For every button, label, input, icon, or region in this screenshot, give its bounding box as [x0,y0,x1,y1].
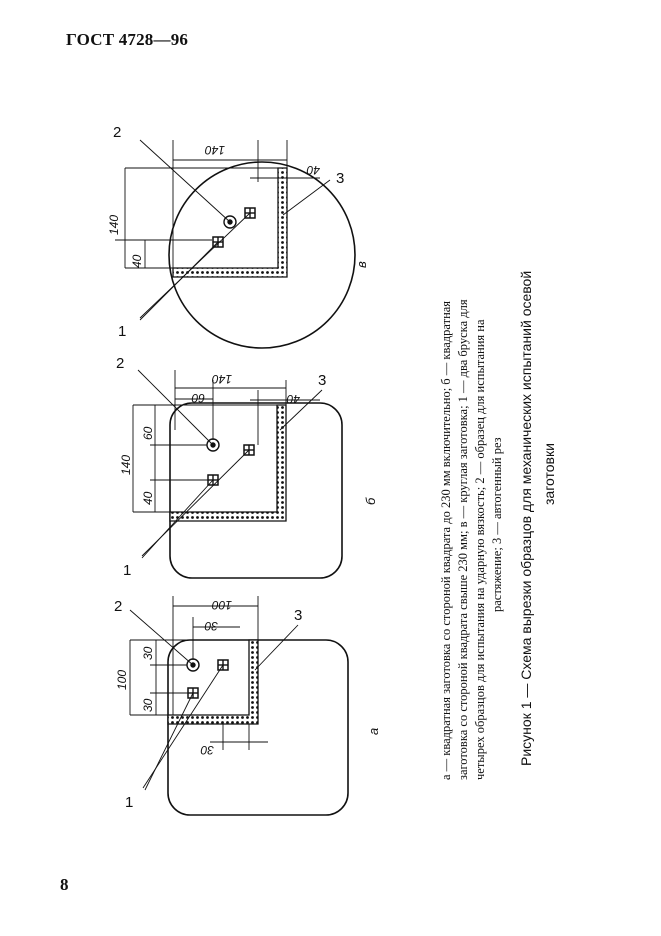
legend-line-4: растяжение; 3 — автогенный рез [490,437,504,612]
callout-1: 1 [125,794,133,811]
callout-1: 1 [118,323,126,340]
callout-2: 2 [114,598,122,615]
dim-140-h: 140 [205,143,225,157]
dim-40-h: 40 [306,163,320,177]
dim-100-v: 100 [115,670,129,690]
dim-30-h-inner: 30 [204,619,218,633]
dim-60-v: 60 [141,426,155,440]
drawing-label-b: б [363,497,378,505]
legend-line-1: а — квадратная заготовка со стороной ква… [439,300,453,780]
callout-3: 3 [318,372,326,389]
callout-3: 3 [294,607,302,624]
dim-30-h-bottom: 30 [200,743,214,757]
dim-40-v: 40 [141,491,155,505]
dim-140-v: 140 [107,215,121,235]
drawing-label-c: в [354,261,369,268]
drawing-c [115,139,356,349]
drawing-b-text: 2 140 60 40 140 60 40 3 1 б [116,355,378,579]
callout-2: 2 [116,355,124,372]
dim-40-h: 40 [286,392,300,406]
figure-title-line-2: заготовки [541,443,557,505]
legend-line-3: четырех образцов для испытания на ударну… [473,319,487,780]
dim-30-v-top: 30 [141,646,155,660]
tensile-specimen [223,215,237,229]
dim-140-v: 140 [119,455,133,475]
callout-2: 2 [113,124,121,141]
callout-1: 1 [123,562,131,579]
dim-30-v-bottom: 30 [141,698,155,712]
autogenous-cut [169,404,287,522]
drawing-c-text: 2 140 40 140 40 3 1 в [107,124,369,340]
legend-line-2: заготовка со стороной квадрата свыше 230… [456,299,470,780]
drawing-b [132,369,343,579]
dim-40-v: 40 [130,254,144,268]
dim-60-h: 60 [191,391,205,405]
drawing-a [129,596,349,816]
document-header: ГОСТ 4728—96 [66,30,189,49]
drawing-a-text: 2 100 30 30 100 30 30 3 1 а [114,598,381,811]
callout-3: 3 [336,170,344,187]
dim-140-h: 140 [212,372,232,386]
figure-title-line-1: Рисунок 1 — Схема вырезки образцов для м… [518,270,534,766]
drawing-label-a: а [366,728,381,735]
page-number: 8 [60,875,69,894]
round-billet [168,161,356,349]
square-billet-large [169,402,343,579]
dim-100-h: 100 [212,598,232,612]
autogenous-cut [167,639,259,725]
